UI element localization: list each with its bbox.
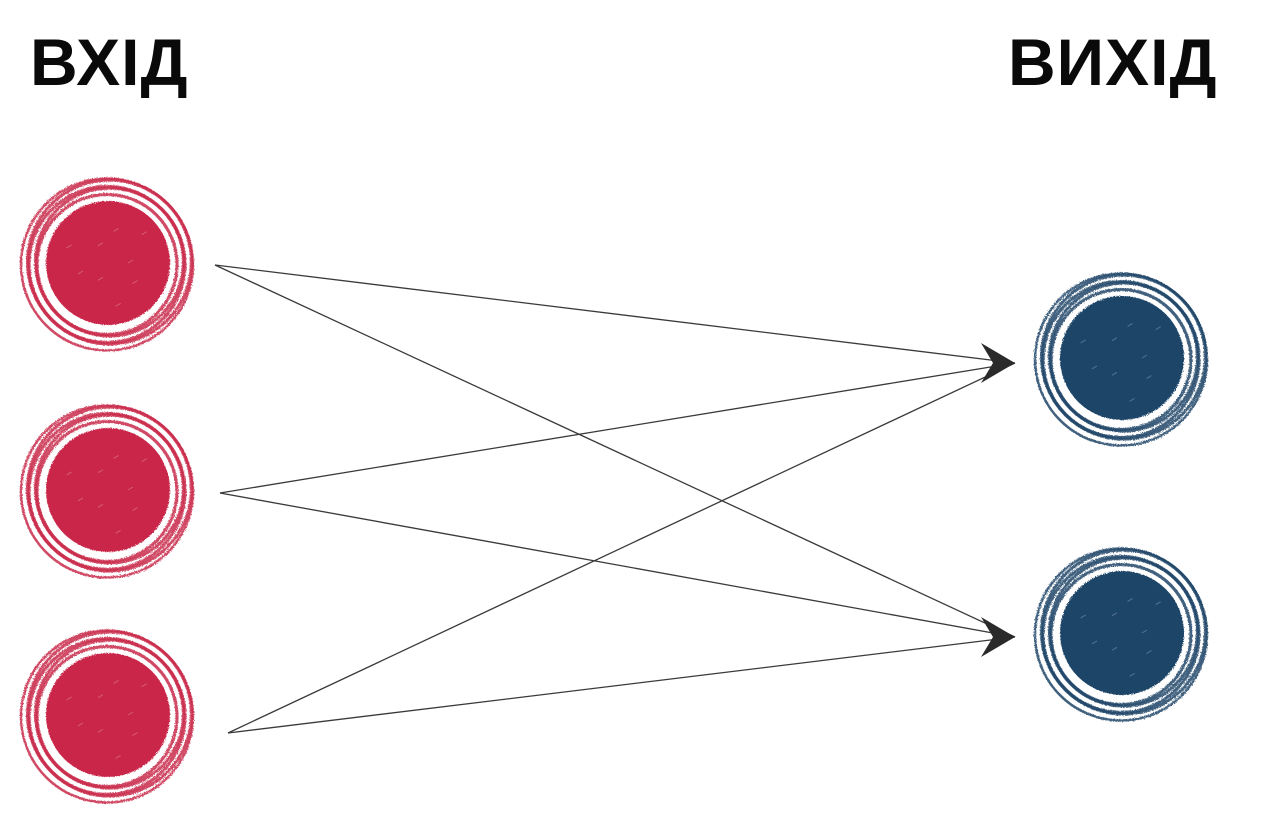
- edge-input-3-to-output-1: [227, 362, 1016, 734]
- edge-input-3-to-output-2: [227, 636, 1016, 734]
- input-node-1: [19, 177, 195, 352]
- edge-input-2-to-output-2: [219, 492, 1016, 638]
- input-layer-label: ВХІД: [30, 25, 189, 99]
- input-node-2: [19, 404, 195, 579]
- output-layer-label: ВИХІД: [1008, 25, 1218, 99]
- nodes: [19, 177, 1209, 804]
- input-node-3: [19, 629, 195, 804]
- edge-input-2-to-output-1: [219, 362, 1016, 494]
- edge-input-1-to-output-1: [214, 264, 1016, 364]
- arrowhead-output-2: [981, 617, 1015, 657]
- edge-input-1-to-output-2: [214, 264, 1016, 638]
- arrowhead-output-1: [981, 343, 1015, 383]
- edges: [214, 264, 1016, 734]
- output-node-1: [1033, 272, 1209, 447]
- output-node-2: [1033, 547, 1209, 722]
